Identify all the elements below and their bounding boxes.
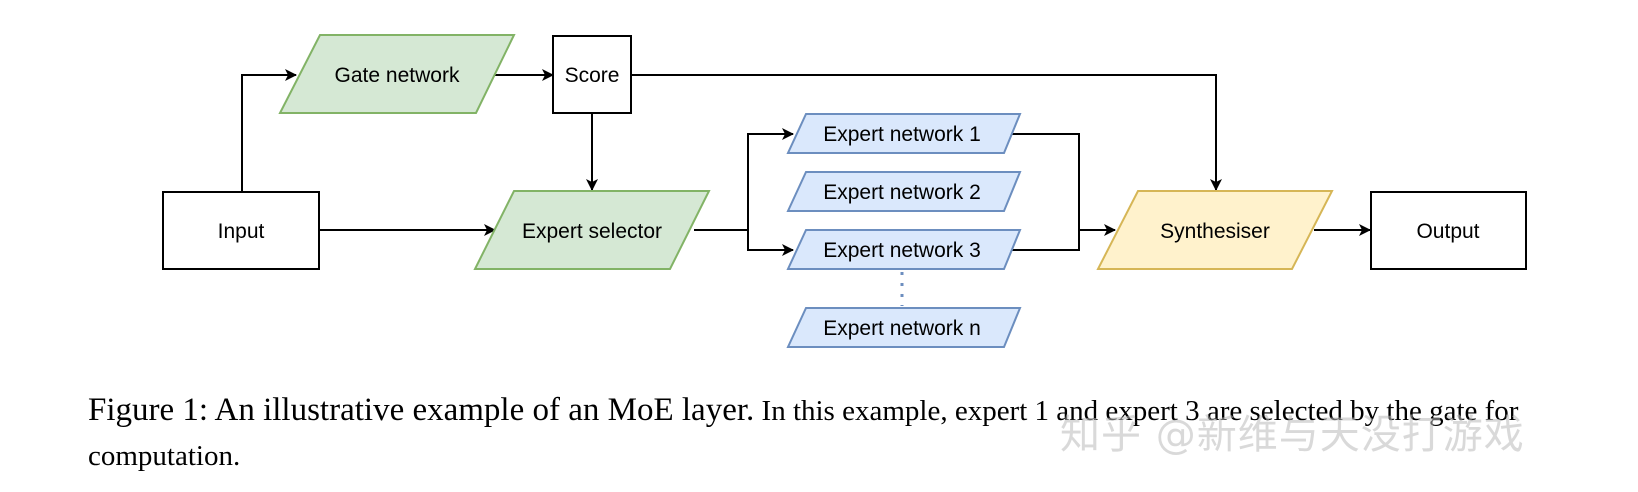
output-node: Output bbox=[1370, 191, 1527, 270]
edge-expert3-to-junction bbox=[1012, 230, 1080, 251]
output-shape bbox=[1370, 191, 1527, 270]
edge-selector-to-expert1 bbox=[694, 128, 794, 231]
edges bbox=[241, 69, 1371, 256]
synthesiser-label: Synthesiser bbox=[1160, 220, 1270, 243]
edge-expert1-to-synthesiser bbox=[1012, 133, 1116, 236]
expert-network-1-label: Expert network 1 bbox=[823, 123, 981, 146]
figure-caption-body: In this example, expert 1 and expert 3 a… bbox=[88, 395, 1519, 472]
score-shape bbox=[552, 35, 632, 114]
synthesiser-shape bbox=[1096, 190, 1334, 270]
edge-score-to-synthesiser bbox=[632, 74, 1222, 191]
expert-network-1-shape bbox=[786, 113, 1022, 154]
expert-network-n-node: Expert network n bbox=[786, 307, 1022, 348]
output-label: Output bbox=[1416, 220, 1479, 243]
input-shape bbox=[162, 191, 320, 270]
expert-network-1-node: Expert network 1 bbox=[786, 113, 1022, 154]
figure-caption: Figure 1: An illustrative example of an … bbox=[88, 390, 1613, 481]
expert-network-2-node: Expert network 2 bbox=[786, 171, 1022, 212]
expert-network-n-shape bbox=[786, 307, 1022, 348]
expert-network-3-label: Expert network 3 bbox=[823, 239, 981, 262]
watermark-text: 知乎 @新维与天没打游戏 bbox=[1060, 412, 1525, 458]
expert-network-2-shape bbox=[786, 171, 1022, 212]
synthesiser-node: Synthesiser bbox=[1096, 190, 1334, 270]
score-node: Score bbox=[552, 35, 632, 114]
expert-network-3-node: Expert network 3 bbox=[786, 229, 1022, 270]
input-label: Input bbox=[218, 220, 265, 243]
moe-diagram: Gate network Score Input Expert selector… bbox=[162, 34, 1527, 348]
edge-selector-to-expert3 bbox=[747, 230, 794, 256]
expert-network-n-label: Expert network n bbox=[823, 317, 981, 340]
gate-network-label: Gate network bbox=[335, 64, 460, 87]
expert-network-3-shape bbox=[786, 229, 1022, 270]
expert-selector-label: Expert selector bbox=[522, 220, 662, 243]
input-node: Input bbox=[162, 191, 320, 270]
score-label: Score bbox=[565, 64, 620, 87]
figure-caption-lead: Figure 1: An illustrative example of an … bbox=[88, 392, 755, 428]
expert-network-2-label: Expert network 2 bbox=[823, 181, 981, 204]
expert-selector-node: Expert selector bbox=[473, 190, 711, 270]
gate-network-node: Gate network bbox=[278, 34, 516, 114]
expert-selector-shape bbox=[473, 190, 711, 270]
edge-input-to-gate bbox=[241, 69, 297, 192]
gate-network-shape bbox=[278, 34, 516, 114]
